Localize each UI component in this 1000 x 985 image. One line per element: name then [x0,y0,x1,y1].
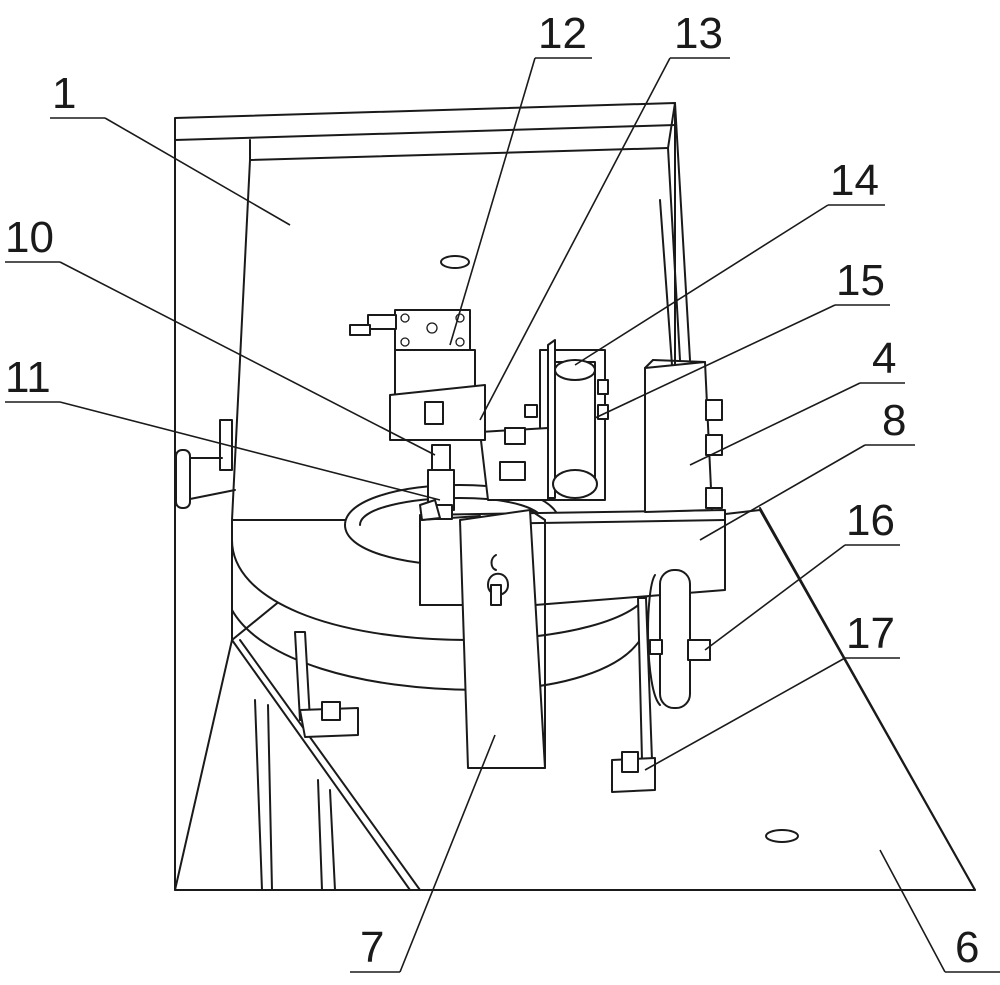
label-10: 10 [5,213,54,262]
label-8: 8 [882,396,906,445]
label-11: 11 [5,353,51,402]
leader-lines [5,57,1000,973]
bracket-right [611,597,656,793]
label-15: 15 [836,256,885,305]
label-7: 7 [360,923,384,972]
wheel [647,569,711,709]
label-1: 1 [52,69,76,118]
bracket-left [294,631,359,738]
probe [419,444,455,521]
label-4: 4 [872,334,896,383]
label-16: 16 [846,496,895,545]
label-14: 14 [830,156,879,205]
label-17: 17 [846,609,895,658]
label-6: 6 [955,923,979,972]
roller-plate [479,404,549,501]
label-12: 12 [538,9,587,58]
label-13: 13 [674,9,723,58]
side-block [644,359,723,513]
vertical-plate [459,509,546,769]
motor-housing [539,339,609,501]
